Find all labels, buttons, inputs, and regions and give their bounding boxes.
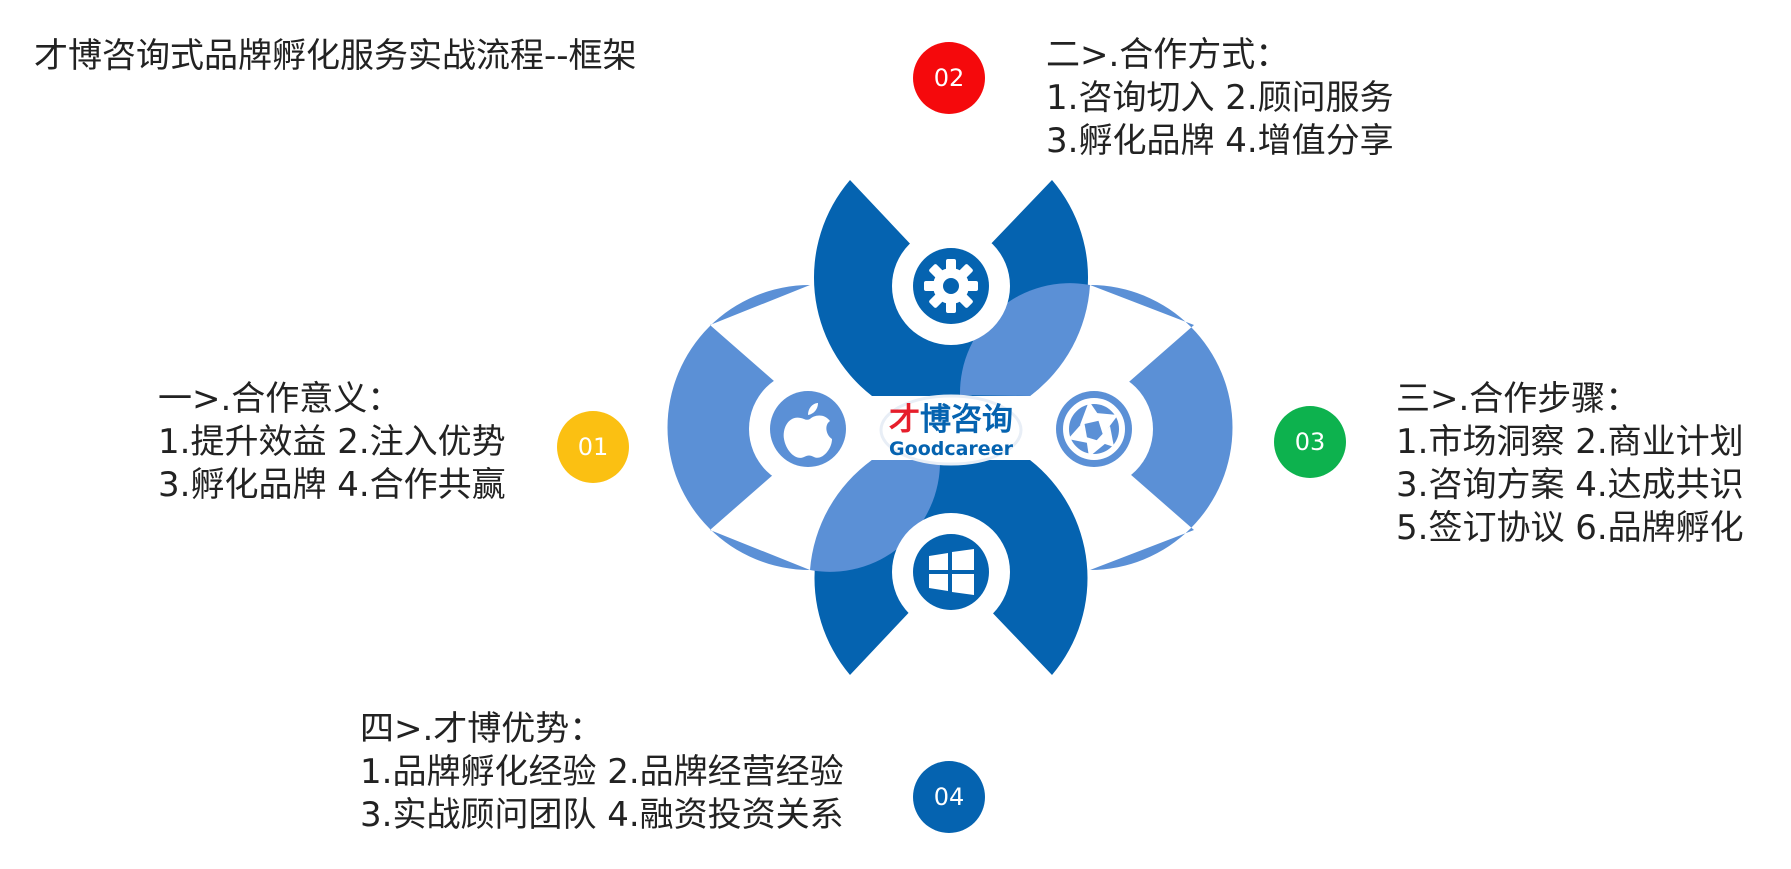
section-line: 1.市场洞察 2.商业计划 (1396, 422, 1744, 462)
petal-right (1090, 285, 1233, 570)
petal-overlap-right (959, 283, 1090, 396)
petal-left (667, 285, 810, 570)
section-2-text: 二>.合作方式： 1.咨询切入 2.顾问服务 3.孵化品牌 4.增值分享 (1046, 34, 1394, 163)
section-line: 3.孵化品牌 4.合作共赢 (158, 465, 506, 505)
logo-cn-text: 才博咨询 (889, 402, 1013, 438)
section-3-text: 三>.合作步骤： 1.市场洞察 2.商业计划 3.咨询方案 4.达成共识 5.签… (1396, 378, 1744, 550)
section-line: 1.提升效益 2.注入优势 (158, 422, 506, 462)
section-line: 1.咨询切入 2.顾问服务 (1046, 78, 1394, 118)
step-badge-04: 04 (913, 761, 985, 833)
center-logo: 才博咨询 Goodcareer (879, 394, 1023, 466)
section-1-text: 一>.合作意义： 1.提升效益 2.注入优势 3.孵化品牌 4.合作共赢 (158, 378, 506, 507)
section-heading: 四>.才博优势： (360, 709, 604, 749)
section-4-text: 四>.才博优势： 1.品牌孵化经验 2.品牌经营经验 3.实战顾问团队 4.融资… (360, 708, 844, 837)
section-line: 3.孵化品牌 4.增值分享 (1046, 121, 1394, 161)
apple-icon (783, 403, 832, 458)
section-heading: 二>.合作方式： (1046, 35, 1290, 75)
camera-shutter-icon (1063, 398, 1125, 460)
icon-disc-bottom (913, 534, 989, 610)
petal-overlap-left (810, 460, 941, 572)
windows-icon (929, 549, 974, 595)
section-line: 5.签订协议 6.品牌孵化 (1396, 508, 1744, 548)
section-line: 1.品牌孵化经验 2.品牌经营经验 (360, 752, 844, 792)
page-title: 才博咨询式品牌孵化服务实战流程--框架 (34, 36, 637, 76)
section-heading: 一>.合作意义： (158, 379, 402, 419)
gear-icon (924, 259, 978, 313)
logo-en-text: Goodcareer (889, 438, 1014, 460)
step-badge-01: 01 (557, 411, 629, 483)
section-heading: 三>.合作步骤： (1396, 379, 1640, 419)
section-line: 3.实战顾问团队 4.融资投资关系 (360, 795, 844, 835)
step-badge-02: 02 (913, 42, 985, 114)
step-badge-03: 03 (1274, 406, 1346, 478)
section-line: 3.咨询方案 4.达成共识 (1396, 465, 1744, 505)
